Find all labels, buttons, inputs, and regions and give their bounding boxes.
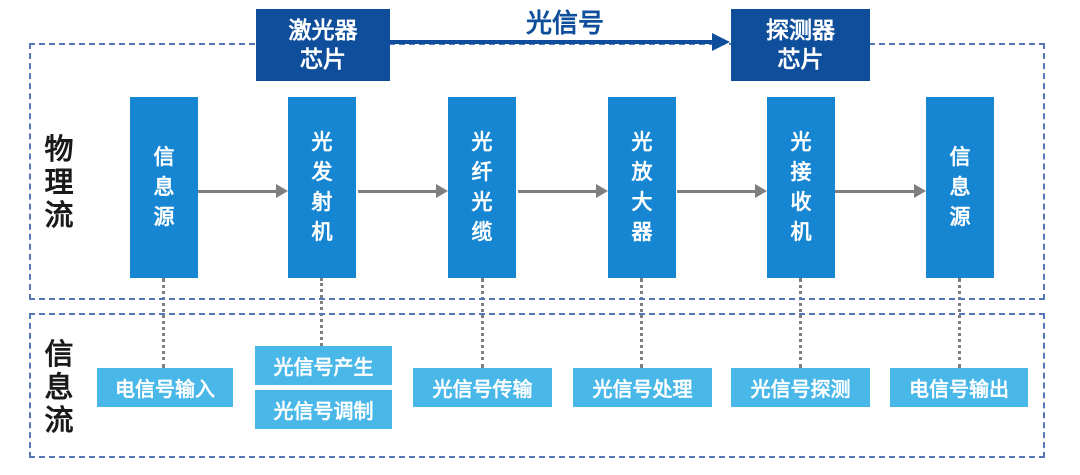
info-optical-signal-generation: 光信号产生 xyxy=(255,346,392,385)
flow-arrow-shaft xyxy=(677,189,757,193)
dotted-connector xyxy=(640,278,643,368)
node-optical-transmitter: 光发射机 xyxy=(288,97,356,278)
flow-arrow-head xyxy=(596,184,608,198)
info-electrical-signal-output: 电信号输出 xyxy=(890,368,1028,407)
info-optical-signal-detection: 光信号探测 xyxy=(731,368,870,407)
physical-flow-region xyxy=(29,43,1045,300)
node-optical-receiver: 光接收机 xyxy=(767,97,835,278)
flow-arrow xyxy=(677,183,767,199)
info-flow-region xyxy=(29,313,1045,458)
node-label: 光放大器 xyxy=(631,130,653,244)
info-optical-signal-modulation: 光信号调制 xyxy=(255,390,392,429)
flow-arrow-head xyxy=(755,184,767,198)
flow-arrow-shaft xyxy=(835,189,916,193)
info-optical-signal-transmission: 光信号传输 xyxy=(413,368,552,407)
optical-signal-label: 光信号 xyxy=(525,8,604,38)
dotted-connector xyxy=(958,278,961,368)
node-label: 光发射机 xyxy=(311,130,333,244)
flow-arrow-head xyxy=(914,184,926,198)
info-electrical-signal-input: 电信号输入 xyxy=(97,368,233,407)
optical-signal-arrow-head xyxy=(712,33,730,51)
node-label: 信息源 xyxy=(153,145,175,229)
dotted-connector xyxy=(162,278,165,368)
node-fiber-optic-cable: 光纤光缆 xyxy=(448,97,516,278)
info-flow-label: 信息流 xyxy=(44,339,74,437)
node-optical-amplifier: 光放大器 xyxy=(608,97,676,278)
dotted-connector xyxy=(481,278,484,368)
flow-arrow xyxy=(835,183,926,199)
flow-arrow-head xyxy=(276,184,288,198)
node-label: 光纤光缆 xyxy=(471,130,493,244)
info-optical-signal-processing: 光信号处理 xyxy=(573,368,712,407)
flow-arrow-shaft xyxy=(198,189,278,193)
flow-arrow-shaft xyxy=(518,189,598,193)
flow-arrow xyxy=(358,183,448,199)
node-label: 光接收机 xyxy=(790,130,812,244)
node-label: 信息源 xyxy=(949,145,971,229)
optical-signal-arrow-line xyxy=(390,40,714,44)
dotted-connector xyxy=(320,278,323,346)
node-information-source-output: 信息源 xyxy=(926,97,994,278)
flow-arrow-shaft xyxy=(358,189,438,193)
physical-flow-label: 物理流 xyxy=(44,134,74,232)
laser-chip-box: 激光器 芯片 xyxy=(256,9,390,81)
flow-arrow xyxy=(198,183,288,199)
dotted-connector xyxy=(799,278,802,368)
node-information-source-input: 信息源 xyxy=(130,97,198,278)
flow-arrow xyxy=(518,183,608,199)
detector-chip-box: 探测器 芯片 xyxy=(731,9,870,81)
flow-arrow-head xyxy=(436,184,448,198)
